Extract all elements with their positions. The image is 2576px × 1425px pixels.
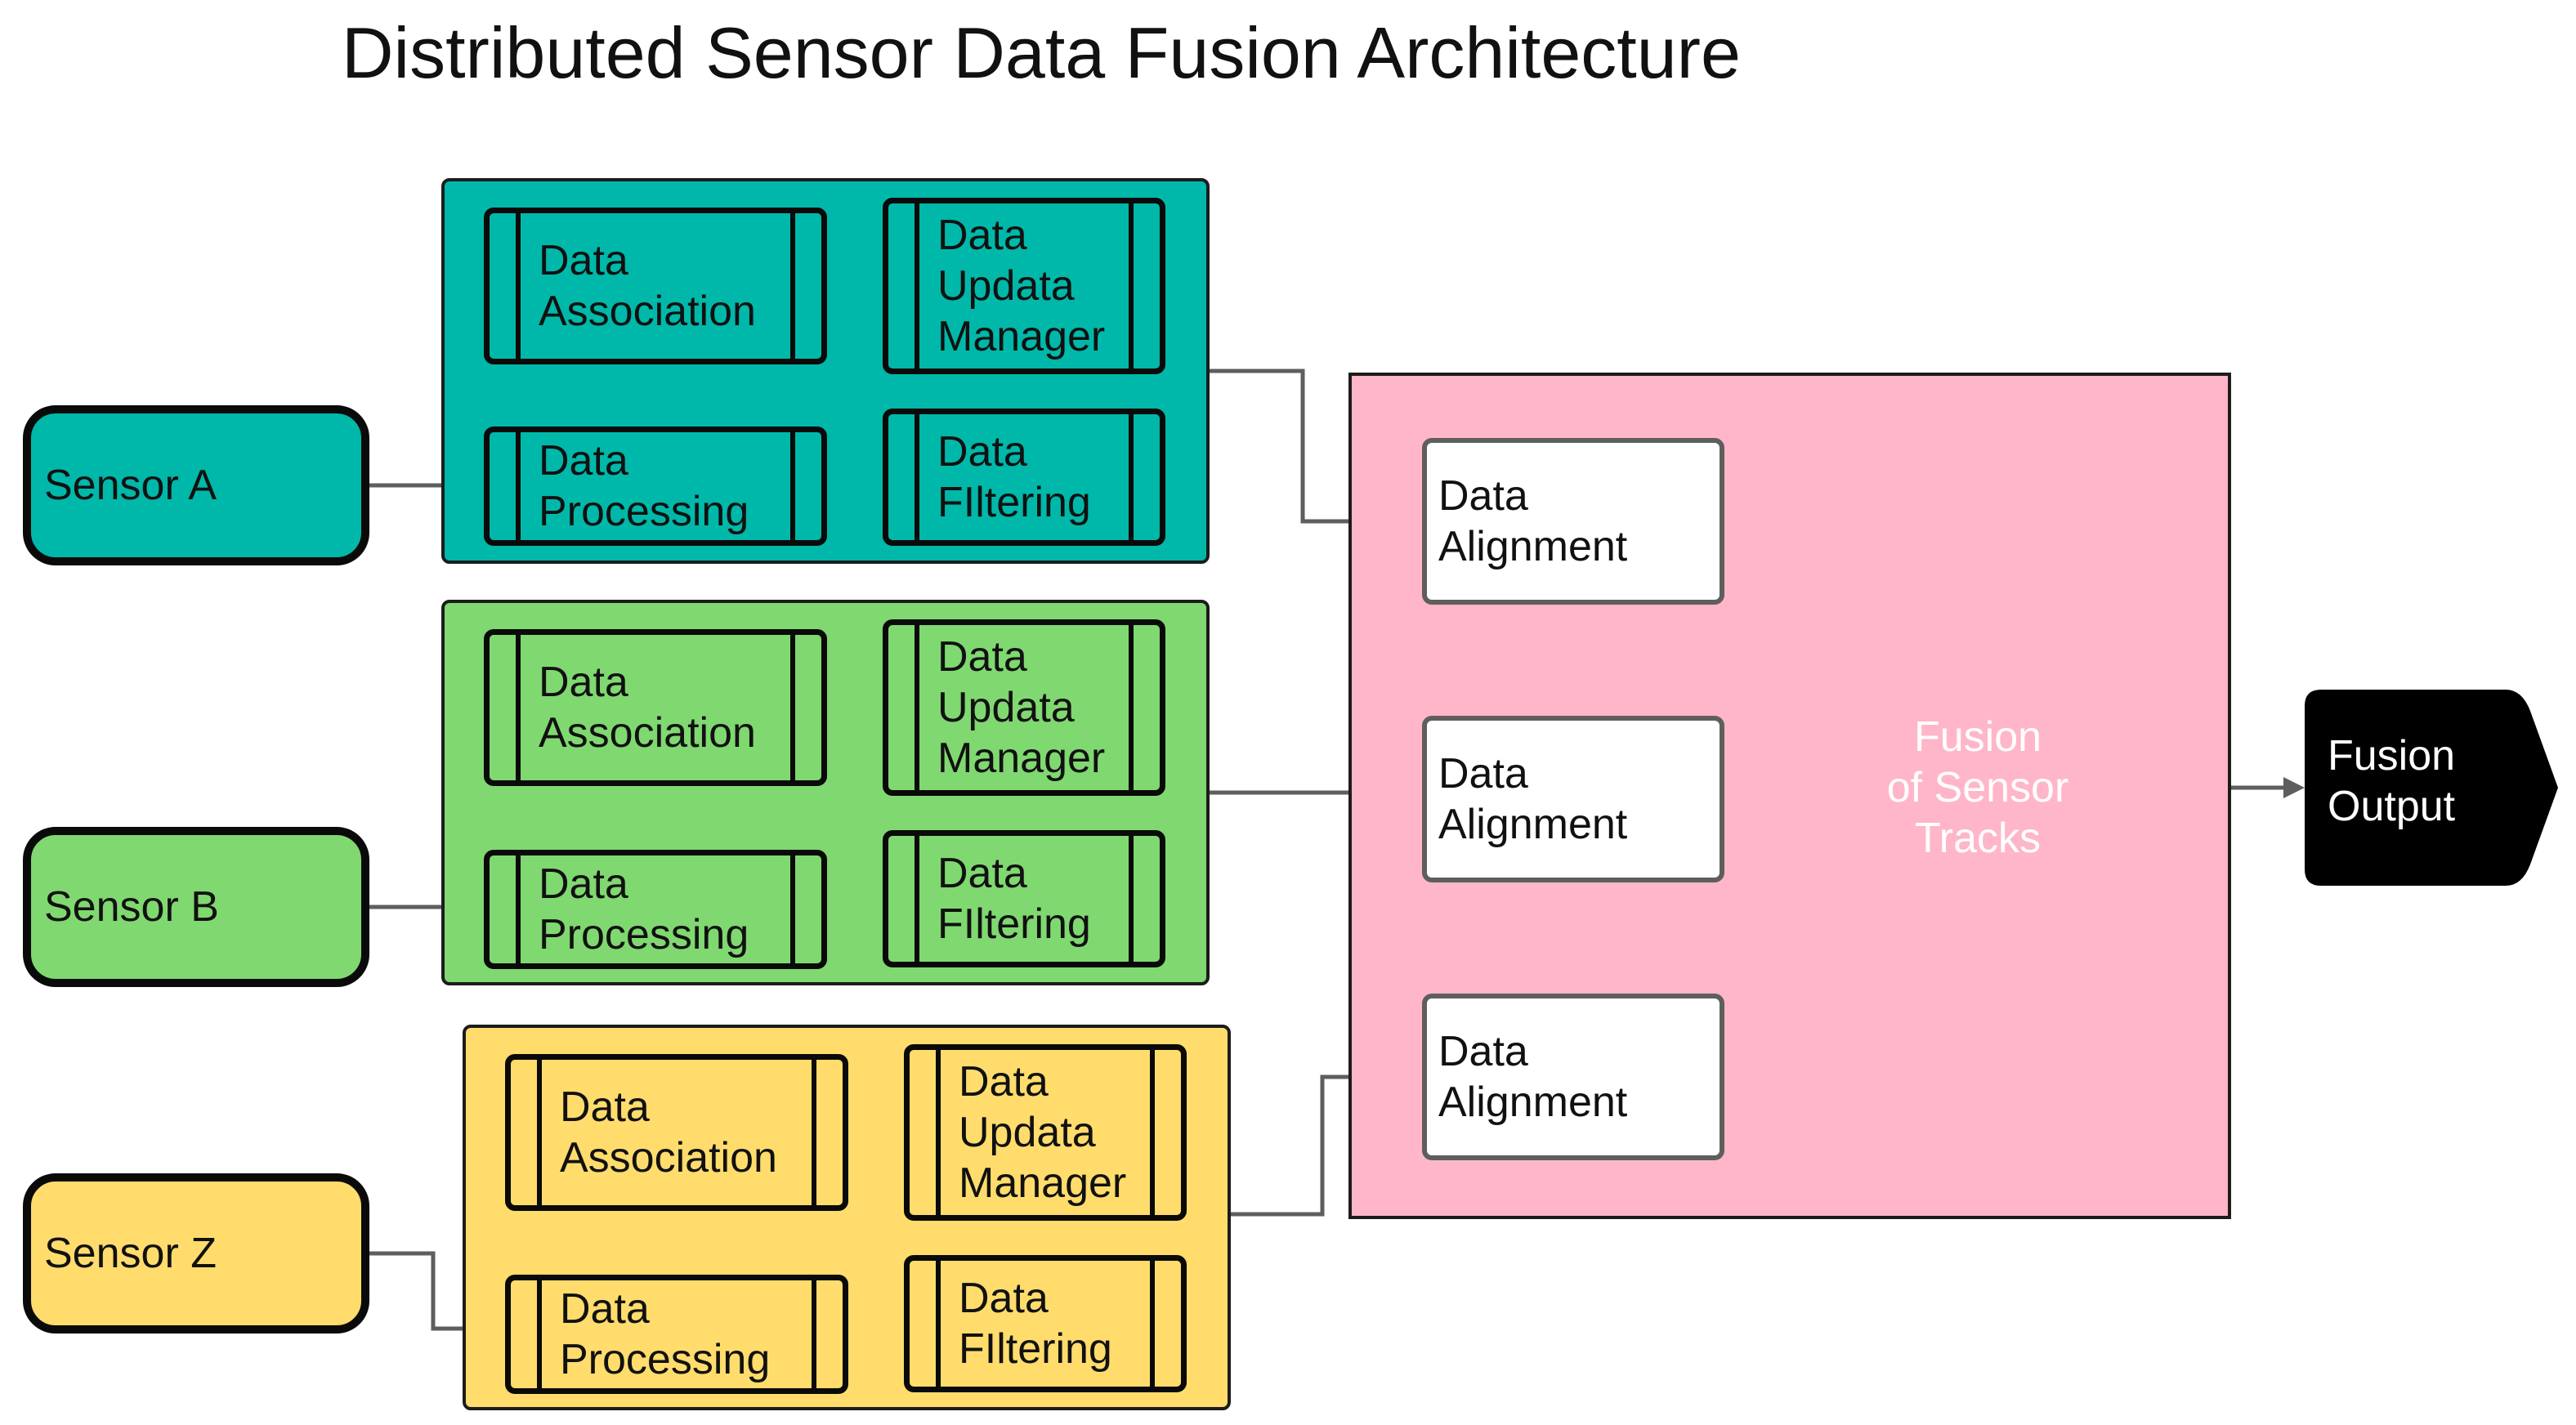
data-alignment-1: Data Alignment — [1422, 438, 1724, 605]
data-alignment-1-label: Data Alignment — [1438, 472, 1628, 570]
arrow-sensor-z-to-group — [369, 1251, 484, 1331]
group-z-data-processing: Data Processing — [505, 1275, 848, 1394]
group-b-data-processing-label: Data Processing — [539, 860, 749, 958]
data-alignment-2-label: Data Alignment — [1438, 750, 1628, 848]
group-z-data-association: Data Association — [505, 1054, 848, 1211]
group-z-data-update-manager: Data Updata Manager — [904, 1044, 1187, 1221]
group-b-data-filtering-label: Data FIltering — [937, 850, 1091, 948]
group-a-data-association: Data Association — [484, 208, 827, 364]
group-a-data-filtering-label: Data FIltering — [937, 428, 1091, 526]
sensor-b: Sensor B — [23, 827, 369, 987]
group-a-data-update-manager-label: Data Updata Manager — [937, 212, 1106, 360]
group-b-data-association: Data Association — [484, 629, 827, 786]
group-b-data-filtering: Data FIltering — [883, 830, 1165, 967]
arrow-fusion-to-output-head — [2283, 777, 2305, 798]
sensor-z-label: Sensor Z — [44, 1230, 217, 1277]
group-z-data-filtering-label: Data FIltering — [959, 1275, 1112, 1373]
group-a-data-processing: Data Processing — [484, 427, 827, 546]
sensor-a: Sensor A — [23, 405, 369, 565]
data-alignment-3: Data Alignment — [1422, 994, 1724, 1160]
fusion-output: Fusion Output — [2328, 732, 2456, 830]
sensor-b-label: Sensor B — [44, 883, 219, 931]
group-z-data-association-label: Data Association — [560, 1083, 777, 1182]
group-b-data-update-manager: Data Updata Manager — [883, 619, 1165, 796]
data-alignment-2: Data Alignment — [1422, 716, 1724, 882]
group-a-data-filtering: Data FIltering — [883, 409, 1165, 546]
group-z-data-update-manager-label: Data Updata Manager — [959, 1058, 1127, 1207]
sensor-a-label: Sensor A — [44, 462, 217, 509]
group-b-data-association-label: Data Association — [539, 659, 756, 757]
diagram-title: Distributed Sensor Data Fusion Architect… — [342, 12, 1741, 93]
group-b-data-update-manager-label: Data Updata Manager — [937, 633, 1106, 782]
data-alignment-3-label: Data Alignment — [1438, 1028, 1628, 1126]
group-z-data-processing-label: Data Processing — [560, 1285, 771, 1383]
fusion-of-sensor-tracks: Fusion of Sensor Tracks — [1886, 713, 2069, 862]
group-a-data-update-manager: Data Updata Manager — [883, 198, 1165, 374]
group-a-data-association-label: Data Association — [539, 237, 756, 335]
group-a-data-processing-label: Data Processing — [539, 437, 749, 535]
group-b-data-processing: Data Processing — [484, 850, 827, 969]
fusion-output-shape — [2305, 690, 2558, 886]
sensor-z: Sensor Z — [23, 1173, 369, 1333]
group-z-data-filtering: Data FIltering — [904, 1255, 1187, 1392]
